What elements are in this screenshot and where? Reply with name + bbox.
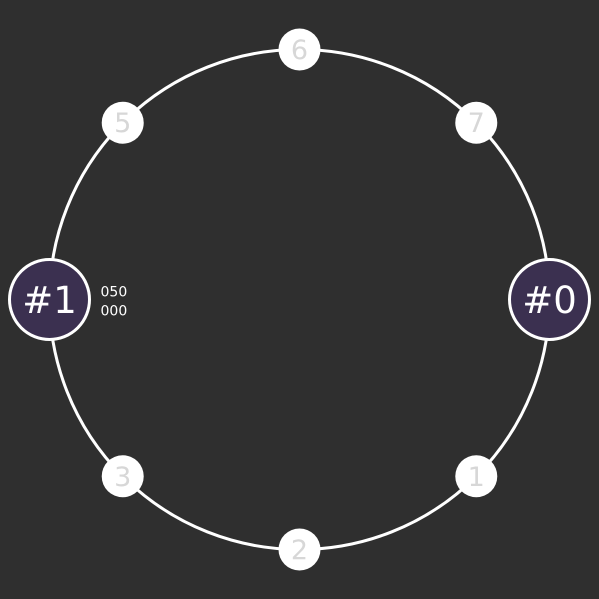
slot-label: 3 xyxy=(114,462,131,493)
ring-slot-7: 7 xyxy=(455,101,498,144)
ring-slot-1: 1 xyxy=(455,455,498,498)
node-circle[interactable] xyxy=(508,258,591,341)
slot-label: 7 xyxy=(468,108,485,139)
node-circle[interactable] xyxy=(8,258,91,341)
node-info-line: 050 xyxy=(101,285,128,301)
slot-label: 1 xyxy=(468,462,485,493)
slot-markers: 1 2 3 5 6 7 xyxy=(101,28,498,571)
slot-circle xyxy=(101,455,144,498)
node-label: #1 xyxy=(22,279,77,322)
node-markers: #0 #1 050 000 xyxy=(8,258,591,341)
node-1[interactable]: #1 050 000 xyxy=(8,258,128,341)
ring-slot-5: 5 xyxy=(101,101,144,144)
slot-circle xyxy=(101,101,144,144)
slot-circle xyxy=(278,528,321,571)
ring-slot-2: 2 xyxy=(278,528,321,571)
node-0[interactable]: #0 xyxy=(508,258,591,341)
slot-circle xyxy=(278,28,321,71)
slot-label: 5 xyxy=(114,108,131,139)
slot-label: 2 xyxy=(291,535,308,566)
slot-circle xyxy=(455,101,498,144)
node-label: #0 xyxy=(522,279,577,322)
slot-label: 6 xyxy=(291,35,308,66)
ring-slot-3: 3 xyxy=(101,455,144,498)
node-info-line: 000 xyxy=(101,304,128,320)
slot-circle xyxy=(455,455,498,498)
ring-slot-6: 6 xyxy=(278,28,321,71)
